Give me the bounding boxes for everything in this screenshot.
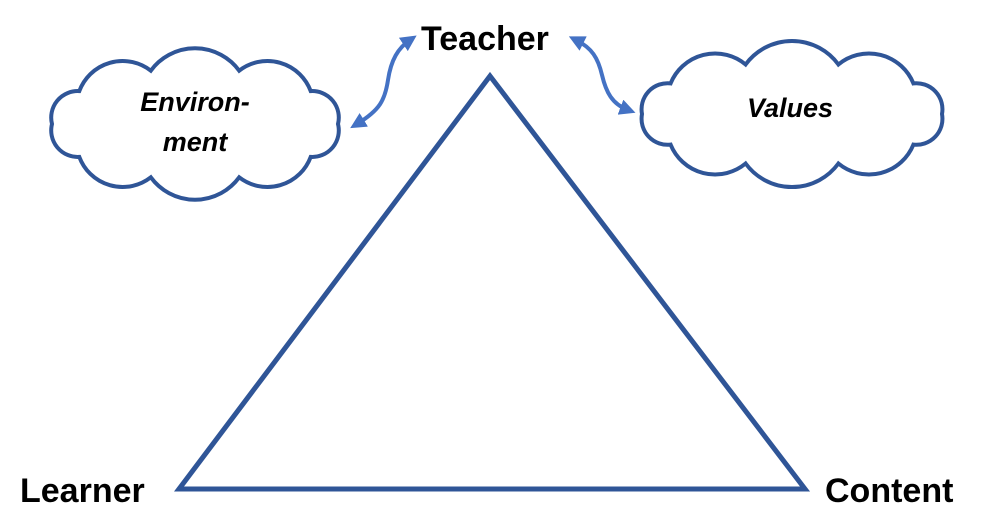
environment-line1: Environ- [140,87,250,117]
values-cloud-text: Values [746,93,834,123]
teacher-label: Teacher [421,20,549,58]
environment-cloud-text: Environ- ment [95,82,295,162]
environment-line2: ment [162,127,228,157]
triangle [173,71,811,492]
environment-cloud [49,46,341,202]
teacher-values-arrow [568,36,636,115]
content-label: Content [825,472,954,510]
learner-label: Learner [20,472,145,510]
environment-teacher-arrow [350,35,417,129]
values-cloud [639,38,945,190]
